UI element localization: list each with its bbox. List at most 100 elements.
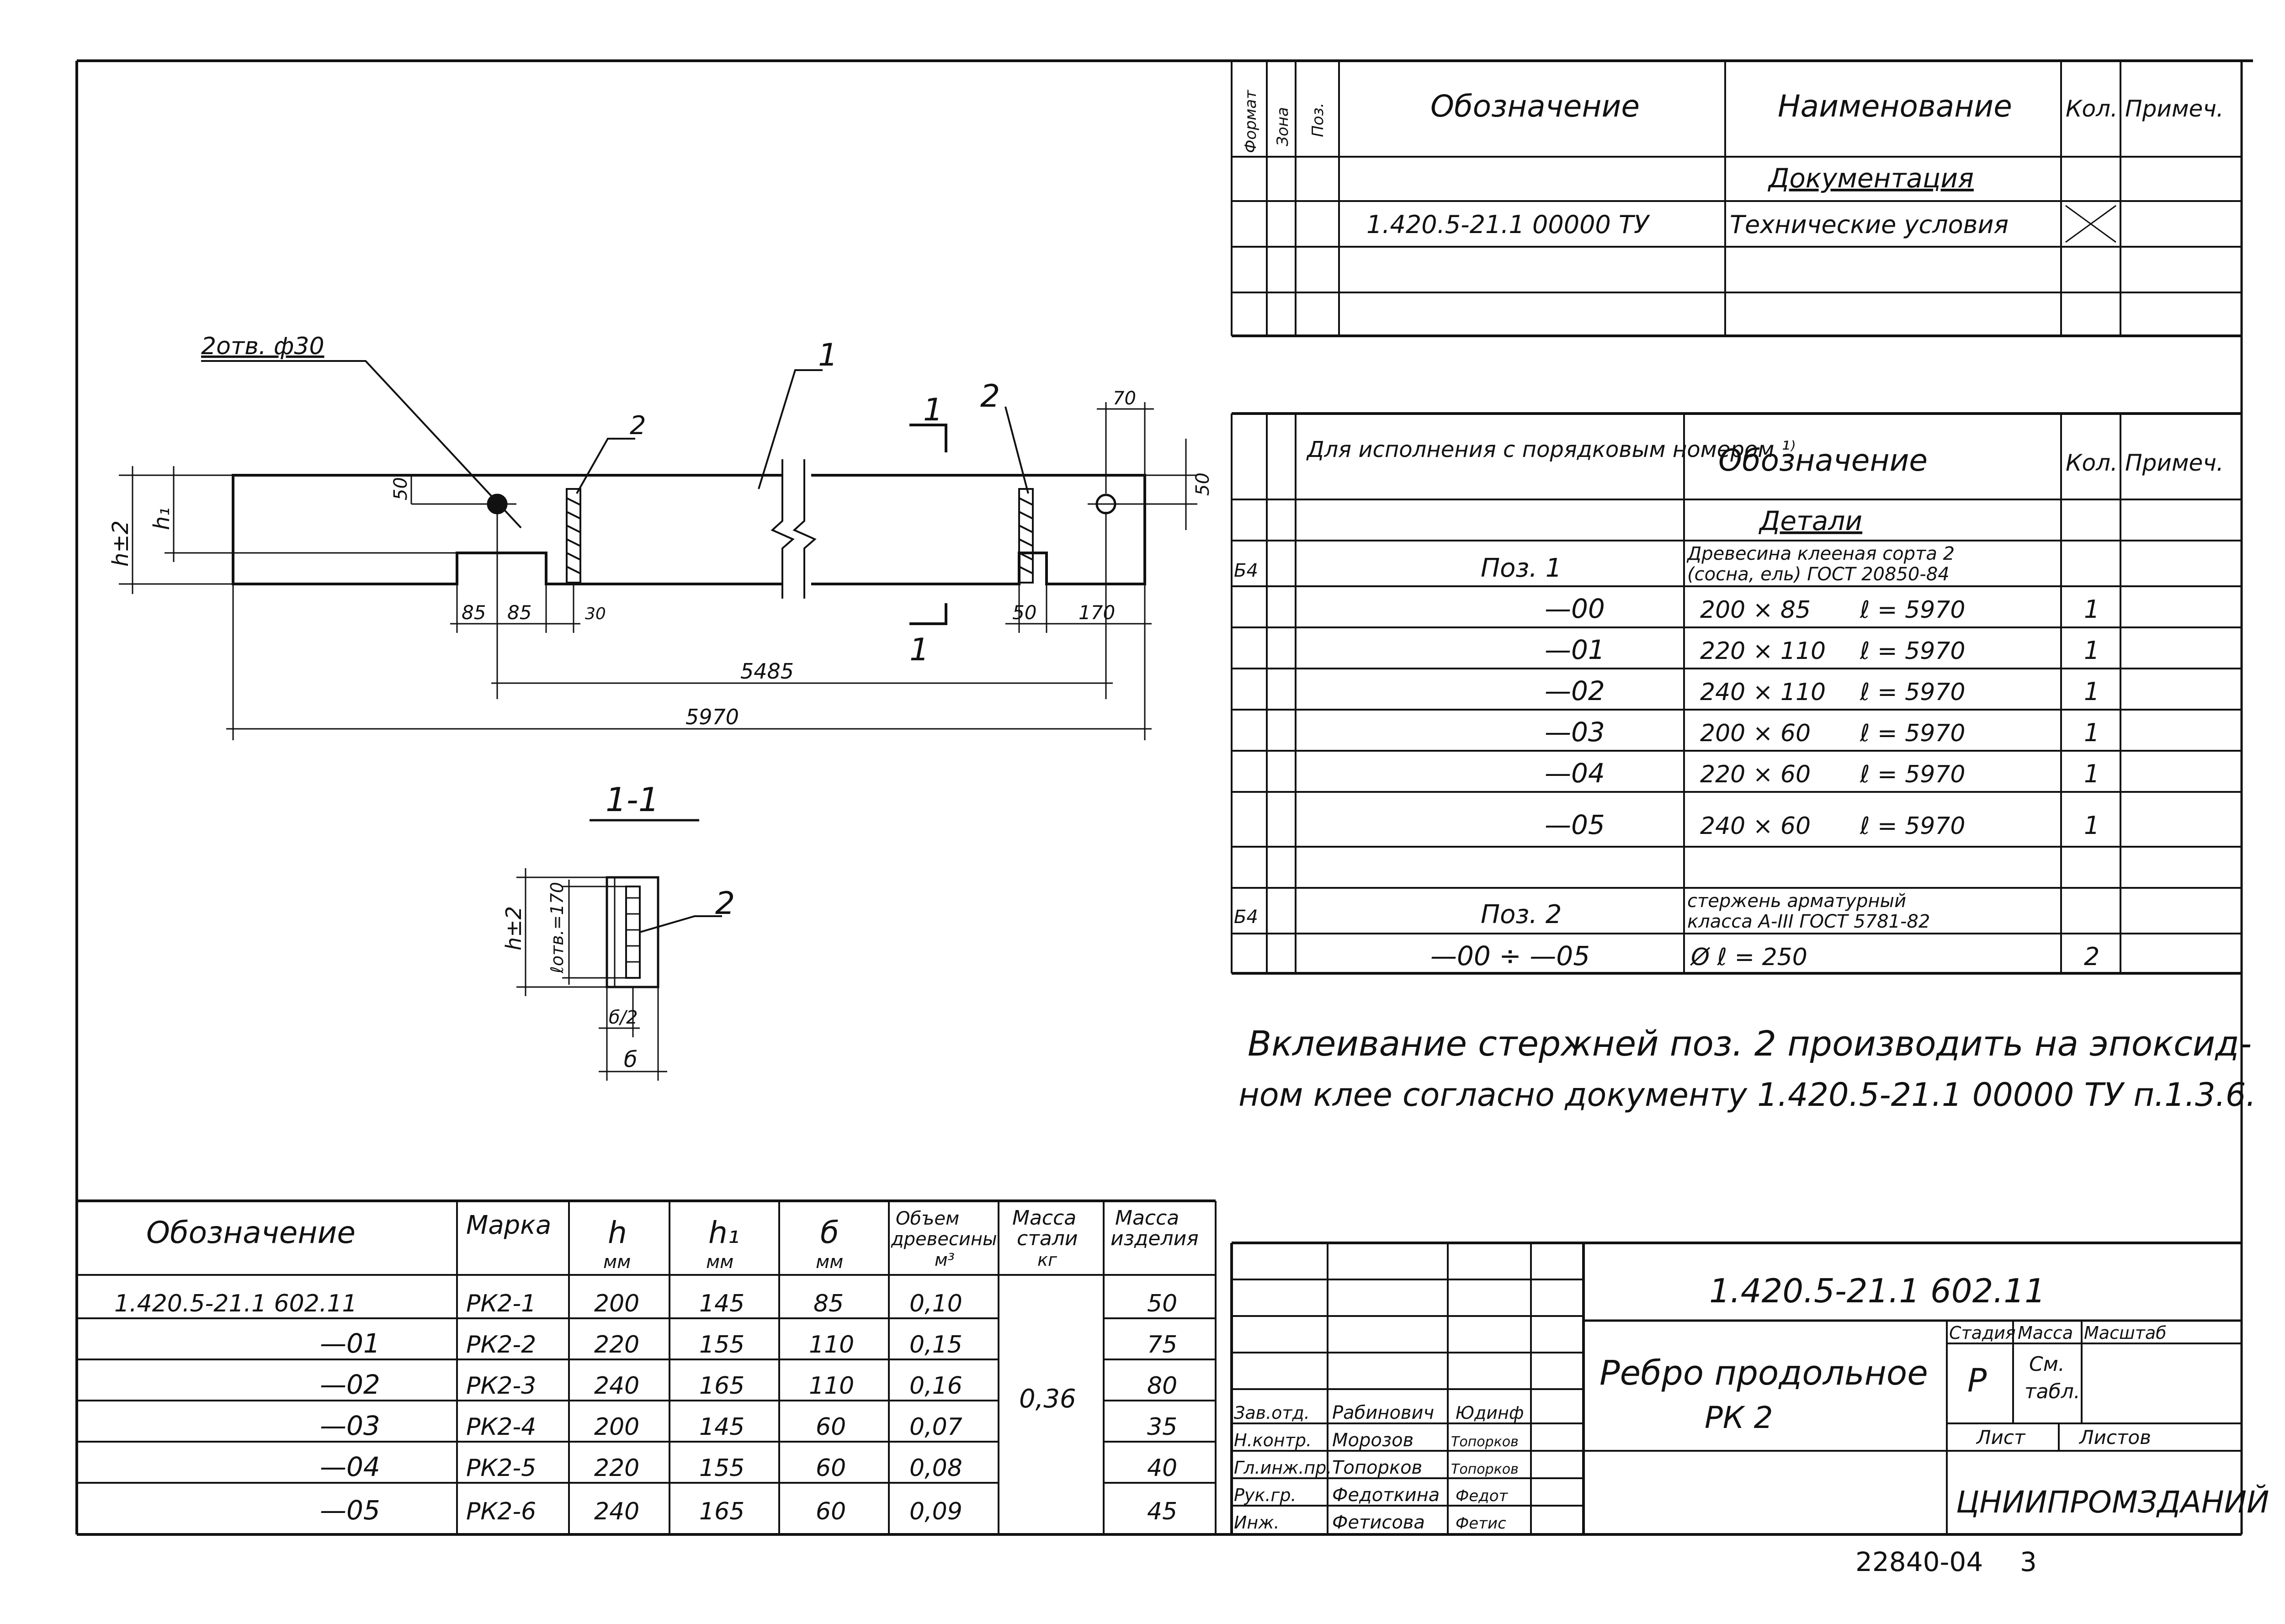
params-h: 220 xyxy=(594,1331,639,1359)
signature-role: Инж. xyxy=(1234,1513,1280,1533)
params-unit-volume: м³ xyxy=(935,1250,955,1270)
pos2-callout-left: 2 xyxy=(630,411,646,440)
dim-h1: h₁ xyxy=(149,507,175,530)
params-designation: —01 xyxy=(320,1328,380,1359)
params-designation: —02 xyxy=(320,1369,380,1400)
title-mass-value-2: табл. xyxy=(2025,1380,2080,1403)
params-b: 110 xyxy=(809,1372,854,1400)
title-block xyxy=(1230,1242,2242,1534)
signature-row-0: Зав.отд. Рабинович Юдинф xyxy=(1234,1402,1524,1423)
params-row-4: —04 РК2-5 220 155 60 0,08 40 xyxy=(320,1451,1177,1482)
params-volume: 0,07 xyxy=(909,1413,962,1441)
params-b: 85 xyxy=(813,1290,844,1317)
params-h1: 145 xyxy=(699,1290,744,1317)
title-name-line2: РК 2 xyxy=(1705,1400,1773,1435)
params-unit-steel: кг xyxy=(1037,1250,1057,1270)
pos1-qty-02: 1 xyxy=(2084,677,2099,706)
params-volume: 0,15 xyxy=(909,1331,962,1359)
params-b: 60 xyxy=(816,1498,846,1525)
params-header-b: б xyxy=(820,1215,839,1250)
params-mark: РК2-6 xyxy=(466,1498,536,1525)
params-steel-mass: 0,36 xyxy=(1019,1384,1076,1414)
spec-parts-section: Детали xyxy=(1758,505,1862,536)
section-view xyxy=(516,868,722,1081)
spec-top-section: Документация xyxy=(1767,163,1974,194)
title-stage-label: Стадия xyxy=(1949,1323,2016,1343)
params-designation: —04 xyxy=(320,1451,380,1482)
sheet-frame xyxy=(75,59,2253,1536)
params-header-volume-1: Объем xyxy=(896,1208,959,1229)
signature-sign: Фетис xyxy=(1456,1514,1506,1533)
signature-row-1: Н.контр. Морозов Топорков xyxy=(1234,1430,1519,1451)
params-unit-h: мм xyxy=(603,1252,631,1273)
pos1-exec-01: —01 xyxy=(1545,634,1605,665)
pos1-len-01: ℓ = 5970 xyxy=(1860,637,1965,665)
params-designation: —05 xyxy=(320,1495,380,1526)
pos1-size-00: 200 × 85 xyxy=(1700,596,1811,624)
spec-top-row-designation: 1.420.5-21.1 00000 ТУ xyxy=(1366,210,1650,239)
rebar-right xyxy=(1018,488,1034,584)
section-pos2-callout: 2 xyxy=(715,886,735,922)
dim-30: 30 xyxy=(585,605,606,623)
pos1-size-05: 240 × 60 xyxy=(1700,812,1811,840)
pos1-exec-03: —03 xyxy=(1545,716,1605,748)
spec-top-table xyxy=(1231,61,2242,337)
signature-role: Н.контр. xyxy=(1234,1430,1312,1450)
signature-row-3: Рук.гр. Федоткина Федот xyxy=(1234,1485,1508,1506)
section-dim-l: ℓотв.=170 xyxy=(547,882,567,974)
params-b: 60 xyxy=(816,1413,846,1441)
params-h1: 155 xyxy=(699,1454,744,1482)
hole-label: 2отв. ф30 xyxy=(201,333,324,360)
signature-row-2: Гл.инж.пр. Топорков Топорков xyxy=(1234,1457,1519,1478)
signature-name: Рабинович xyxy=(1332,1402,1434,1423)
pos2-label: Поз. 2 xyxy=(1481,900,1562,929)
params-header-h1: h₁ xyxy=(708,1215,739,1250)
pos2-material-line1: стержень арматурный xyxy=(1687,891,1906,912)
pos1-len-00: ℓ = 5970 xyxy=(1860,596,1965,624)
pos1-size-01: 220 × 110 xyxy=(1700,637,1826,665)
spec-top-header-note: Примеч. xyxy=(2125,96,2224,122)
section-title: 1-1 xyxy=(606,780,659,819)
pos1-size-02: 240 × 110 xyxy=(1700,679,1826,706)
params-row-1: —01 РК2-2 220 155 110 0,15 75 xyxy=(320,1328,1177,1359)
pos1-exec-05: —05 xyxy=(1545,809,1605,840)
spec-parts-table xyxy=(1231,412,2242,975)
pos1-material-line2: (сосна, ель) ГОСТ 20850-84 xyxy=(1687,564,1950,585)
params-unit-h1: мм xyxy=(706,1252,733,1273)
spec-top-header-zone: Зона xyxy=(1274,107,1292,146)
signature-row-4: Инж. Фетисова Фетис xyxy=(1234,1512,1506,1533)
params-h1: 165 xyxy=(699,1372,744,1400)
params-volume: 0,08 xyxy=(909,1454,962,1482)
dimension-lines xyxy=(119,402,1197,740)
spec-top-header-pos: Поз. xyxy=(1309,103,1327,137)
pos2-callout-right: 2 xyxy=(980,378,1000,414)
title-code: 1.420.5-21.1 602.11 xyxy=(1709,1272,2046,1310)
pos1-len-03: ℓ = 5970 xyxy=(1860,720,1965,747)
params-row-2: —02 РК2-3 240 165 110 0,16 80 xyxy=(320,1369,1177,1400)
pos1-exec-02: —02 xyxy=(1545,675,1605,706)
signature-sign: Топорков xyxy=(1451,1461,1519,1477)
title-organization: ЦНИИПРОМЗДАНИЙ xyxy=(1956,1484,2269,1520)
params-header-steel-2: стали xyxy=(1017,1227,1078,1250)
params-header-h: h xyxy=(608,1215,627,1250)
inventory-number: 22840-04 xyxy=(1855,1546,1983,1577)
params-row-3: —03 РК2-4 200 145 60 0,07 35 xyxy=(320,1410,1177,1441)
section-dim-h: h±2 xyxy=(501,906,526,950)
pos1-len-04: ℓ = 5970 xyxy=(1860,761,1965,788)
params-row-5: —05 РК2-6 240 165 60 0,09 45 xyxy=(320,1495,1177,1526)
spec-parts-header-qty: Кол. xyxy=(2066,450,2118,476)
dim-h: h±2 xyxy=(108,520,133,567)
params-header-mark: Марка xyxy=(466,1210,551,1240)
beam-elevation xyxy=(232,459,1146,599)
dim-50-right: 50 xyxy=(1012,601,1036,624)
pos1-label: Поз. 1 xyxy=(1481,553,1562,583)
signature-role: Зав.отд. xyxy=(1234,1403,1310,1423)
params-h: 240 xyxy=(594,1372,639,1400)
dim-50-top: 50 xyxy=(1192,472,1213,496)
pos1-qty-03: 1 xyxy=(2084,718,2099,747)
params-h1: 165 xyxy=(699,1498,744,1525)
params-header-steel-1: Масса xyxy=(1012,1206,1076,1230)
dim-5485: 5485 xyxy=(740,659,794,684)
dim-85a: 85 xyxy=(462,601,486,624)
